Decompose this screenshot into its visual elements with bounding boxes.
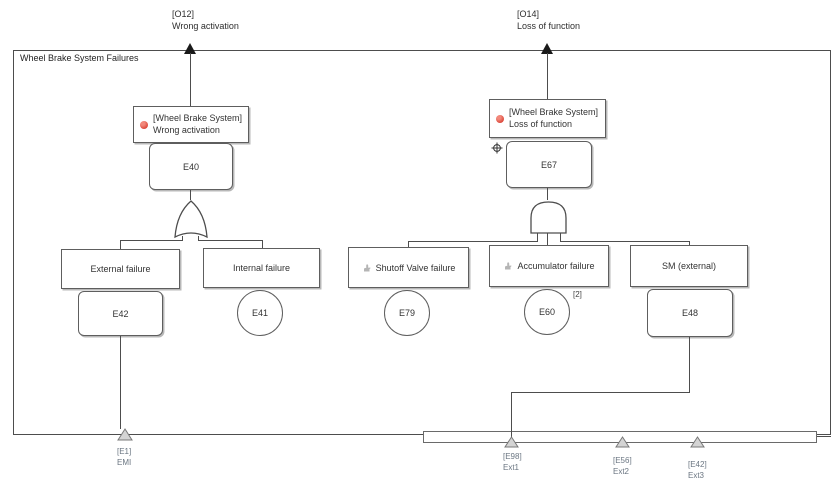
- external-drop-line: [120, 240, 121, 249]
- event-e48-label: E48: [681, 308, 698, 318]
- and-center-drop-line: [547, 233, 548, 245]
- transfer-triangle-emi[interactable]: [117, 428, 133, 441]
- external-failure-box[interactable]: External failure: [61, 249, 180, 289]
- or-right-stub: [198, 236, 199, 241]
- output-o14-label: [O14] Loss of function: [517, 8, 580, 32]
- event-e40-label: E40: [182, 161, 199, 172]
- and-right-stub: [560, 233, 561, 242]
- shutoff-drop-line: [408, 241, 409, 247]
- transfer-ext3-id: [E42]: [688, 460, 707, 469]
- transfer-triangle-ext2[interactable]: [615, 436, 630, 448]
- bar-boundary-connector: [817, 436, 831, 437]
- right-top-event-scope: [Wheel Brake System]: [509, 107, 599, 117]
- transfer-ext2-name: Ext2: [613, 467, 630, 476]
- left-top-event-scope: [Wheel Brake System]: [153, 113, 243, 123]
- output-o14-name: Loss of function: [517, 21, 581, 31]
- transfer-emi-id: [E1]: [117, 447, 132, 456]
- accumulator-failure-box[interactable]: Accumulator failure: [489, 245, 609, 287]
- accumulator-failure-label: Accumulator failure: [517, 261, 595, 271]
- basic-event-circle-e60[interactable]: E60: [524, 289, 570, 335]
- and-left-stub: [537, 233, 538, 242]
- internal-failure-box[interactable]: Internal failure: [203, 248, 320, 288]
- event-e60-label: E60: [538, 307, 555, 317]
- shutoff-valve-failure-box[interactable]: Shutoff Valve failure: [348, 247, 469, 288]
- event-e42-label: E42: [112, 308, 129, 319]
- output-o12-arrowhead-icon: [184, 43, 196, 54]
- e42-transfer-line: [120, 336, 121, 429]
- e67-gate-connector: [547, 188, 548, 200]
- or-left-stub: [182, 236, 183, 241]
- shutoff-valve-failure-label: Shutoff Valve failure: [375, 262, 456, 273]
- output-o12-label: [O12] Wrong activation: [172, 8, 239, 32]
- right-top-event-box[interactable]: [Wheel Brake System] Loss of function: [489, 99, 606, 138]
- basic-event-circle-e79[interactable]: E79: [384, 290, 430, 336]
- output-o12-id: [O12]: [172, 9, 195, 19]
- or-gate[interactable]: [172, 199, 210, 239]
- e40-gate-connector: [190, 190, 191, 200]
- sm-external-label: SM (external): [661, 261, 716, 271]
- output-o12-connector: [190, 53, 191, 106]
- event-box-e67[interactable]: E67: [506, 141, 592, 188]
- internal-drop-line: [262, 240, 263, 248]
- event-box-e48[interactable]: E48: [647, 289, 733, 337]
- sm-drop-line: [689, 241, 690, 245]
- right-top-event-name: Loss of function: [509, 118, 573, 129]
- e48-elbow-hline: [511, 392, 690, 393]
- and-left-hline: [408, 241, 538, 242]
- hand-icon: [503, 261, 513, 271]
- red-status-icon: [496, 114, 504, 123]
- transfer-ext3-label: [E42] Ext3: [688, 459, 707, 481]
- accumulator-count-badge: [2]: [573, 290, 582, 299]
- transfer-ext3-name: Ext3: [688, 471, 705, 480]
- and-right-hline: [560, 241, 690, 242]
- left-top-event-name: Wrong activation: [153, 124, 220, 135]
- system-boundary-label: Wheel Brake System Failures: [20, 53, 139, 63]
- event-e67-label: E67: [540, 159, 557, 170]
- and-gate[interactable]: [529, 200, 568, 234]
- event-box-e42[interactable]: E42: [78, 291, 163, 336]
- transfer-emi-name: EMI: [117, 458, 132, 467]
- transfer-ext1-name: Ext1: [503, 463, 520, 472]
- external-failure-label: External failure: [90, 264, 151, 274]
- ext1-drop-line: [511, 392, 512, 437]
- hand-icon: [362, 263, 372, 273]
- sm-external-box[interactable]: SM (external): [630, 245, 748, 287]
- red-status-icon: [140, 120, 148, 129]
- transfer-ext1-label: [E98] Ext1: [503, 451, 522, 473]
- transfer-ext1-id: [E98]: [503, 452, 522, 461]
- output-o12-name: Wrong activation: [172, 21, 239, 31]
- or-left-hline: [120, 240, 183, 241]
- event-e79-label: E79: [398, 308, 415, 318]
- transfer-emi-label: [E1] EMI: [117, 446, 131, 468]
- basic-event-circle-e41[interactable]: E41: [237, 290, 283, 336]
- transfer-triangle-ext3[interactable]: [690, 436, 705, 448]
- event-box-e40[interactable]: E40: [149, 143, 233, 190]
- transfer-ext2-label: [E56] Ext2: [613, 455, 632, 477]
- system-boundary-box: Wheel Brake System Failures: [13, 50, 831, 435]
- transfer-ext2-id: [E56]: [613, 456, 632, 465]
- internal-failure-label: Internal failure: [232, 263, 291, 273]
- transfer-triangle-ext1[interactable]: [504, 436, 519, 448]
- event-e41-label: E41: [251, 308, 268, 318]
- crosshair-marker-icon: [491, 142, 503, 154]
- e48-elbow-vline: [689, 337, 690, 393]
- left-top-event-box[interactable]: [Wheel Brake System] Wrong activation: [133, 106, 249, 143]
- output-o14-connector: [547, 53, 548, 99]
- or-right-hline: [198, 240, 263, 241]
- output-o14-id: [O14]: [517, 9, 540, 19]
- output-o14-arrowhead-icon: [541, 43, 553, 54]
